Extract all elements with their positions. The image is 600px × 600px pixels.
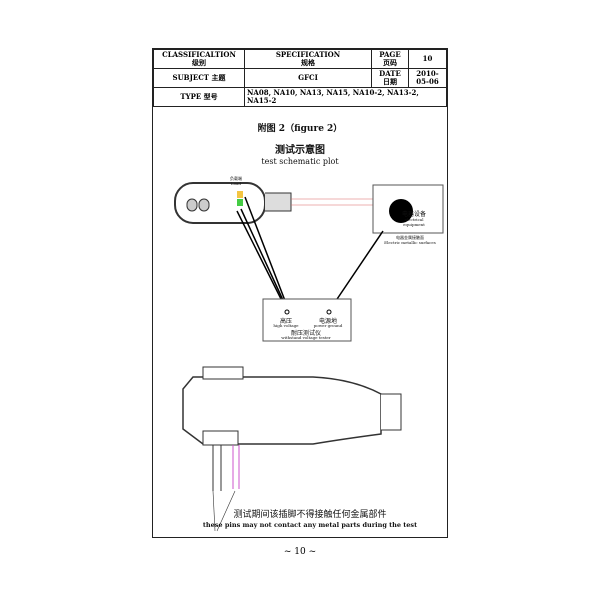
equipment-en1: electrical [404,217,424,222]
date-cn: 日期 [383,77,397,86]
figure-subtitle-cn: 测试示意图 [275,145,325,156]
pg-en: power ground [313,323,343,328]
date-label: DATE [379,69,401,78]
spec-cn: 规格 [301,58,315,67]
page-label: PAGE [379,50,401,59]
tester-en: withstand voltage tester [281,335,331,340]
tester-box [262,298,352,342]
hv-cn: 高压 [279,318,292,325]
type-value: NA08, NA10, NA13, NA15, NA10-2, NA13-2, … [244,87,447,107]
equipment-cn: 电器设备 [401,211,426,218]
spec-label: SPECIFICATION [275,50,341,59]
equipment-en2: equipment [403,222,425,227]
surface-en: Electric metallic surfaces [384,240,436,245]
hv-en: high voltage [273,323,299,328]
warning-cn: 测试期间该插脚不得接触任何金属部件 [233,510,387,520]
tester-cn: 耐压测试仪 [290,330,321,337]
figure-title: 附图 2（figure 2） [257,124,343,134]
gfci-side-view [182,376,382,445]
surface-cn: 电器金属接触面 [396,235,424,240]
load-en: Load [230,181,241,186]
classification-label: CLASSIFICALTION [162,50,236,59]
page-number: ~ 10 ~ [283,547,317,557]
load-cn: 负载端 [230,176,242,181]
warning-en: these pins may not contact any metal par… [202,521,418,529]
page-cn: 页码 [383,58,397,67]
classification-cn: 级别 [192,58,206,67]
figure-subtitle-en: test schematic plot [261,157,339,166]
test-schematic-diagram [174,182,444,532]
pg-cn: 电源地 [318,318,337,325]
